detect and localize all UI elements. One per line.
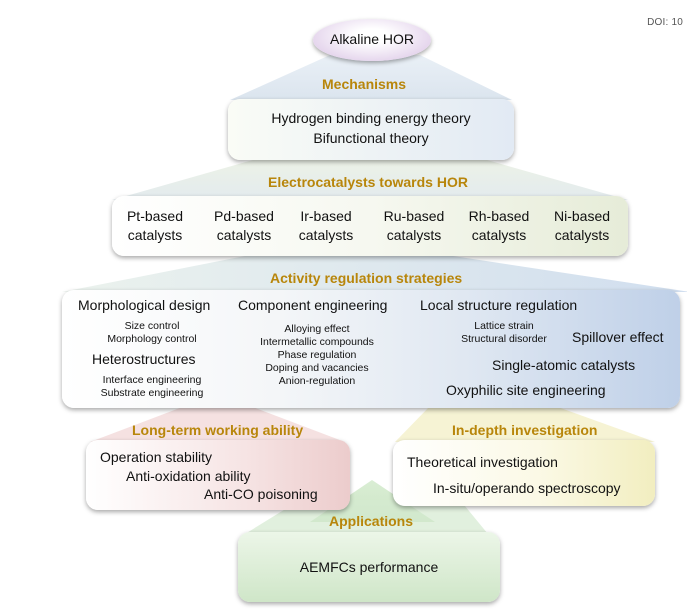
indepth-item-2: In-situ/operando spectroscopy [433, 480, 621, 496]
longterm-trapezoid [90, 406, 345, 442]
strategies-box: Morphological design Size control Morpho… [62, 290, 680, 408]
morphological-title: Morphological design [78, 297, 211, 313]
mechanisms-line2: Bifunctional theory [313, 130, 429, 146]
ni-catalyst-line1: Ni-based [553, 208, 611, 224]
longterm-heading: Long-term working ability [132, 422, 304, 438]
pd-catalyst-line2: catalysts [216, 227, 272, 243]
electrocatalysts-box: Pt-based catalysts Pd-based catalysts Ir… [112, 196, 628, 256]
single-atomic-label: Single-atomic catalysts [492, 357, 636, 373]
applications-item: AEMFCs performance [299, 559, 439, 575]
rh-catalyst-line2: catalysts [471, 227, 527, 243]
hetero-sub2: Substrate engineering [100, 387, 204, 399]
pt-catalyst-line2: catalysts [127, 227, 183, 243]
doi-label: DOI: 10 [647, 17, 683, 28]
electrocatalysts-heading: Electrocatalysts towards HOR [268, 174, 468, 190]
longterm-item-2: Anti-oxidation ability [126, 468, 251, 484]
indepth-heading: In-depth investigation [452, 422, 598, 438]
component-sub-intermetallic: Intermetallic compounds [260, 336, 374, 348]
component-sub-alloying: Alloying effect [284, 323, 350, 335]
longterm-item-3: Anti-CO poisoning [204, 486, 318, 502]
ni-catalyst-line2: catalysts [554, 227, 610, 243]
component-sub-phase: Phase regulation [277, 349, 357, 361]
hetero-title: Heterostructures [92, 351, 196, 367]
indepth-box: Theoretical investigation In-situ/operan… [393, 440, 655, 506]
strategies-heading: Activity regulation strategies [270, 270, 463, 286]
component-sub-doping: Doping and vacancies [265, 362, 369, 374]
electrocatalysts-trapezoid [112, 158, 628, 200]
activity-trapezoid [62, 254, 687, 292]
top-oval-label: Alkaline HOR [329, 31, 415, 47]
ru-catalyst-line2: catalysts [386, 227, 442, 243]
top-oval: Alkaline HOR [313, 19, 431, 61]
local-structure-title: Local structure regulation [420, 297, 578, 313]
longterm-item-1: Operation stability [100, 449, 213, 465]
ir-catalyst-line1: Ir-based [300, 208, 352, 224]
indepth-trapezoid [395, 406, 655, 442]
mechanisms-trapezoid [230, 55, 512, 100]
mechanisms-heading: Mechanisms [322, 76, 407, 92]
mechanisms-box: Hydrogen binding energy theory Bifunctio… [228, 99, 514, 160]
ir-catalyst-line2: catalysts [298, 227, 354, 243]
spillover-label: Spillover effect [572, 329, 664, 345]
applications-heading: Applications [329, 513, 414, 529]
local-sub1: Lattice strain [474, 320, 534, 332]
component-sub-anion: Anion-regulation [278, 375, 356, 387]
ru-catalyst-line1: Ru-based [383, 208, 445, 224]
hetero-sub1: Interface engineering [102, 374, 202, 386]
oxyphilic-label: Oxyphilic site engineering [446, 382, 606, 398]
local-sub2: Structural disorder [461, 333, 547, 345]
pt-catalyst-line1: Pt-based [126, 208, 184, 224]
morphological-sub1: Size control [124, 320, 180, 332]
component-title: Component engineering [238, 297, 388, 313]
mechanisms-line1: Hydrogen binding energy theory [271, 110, 471, 126]
rh-catalyst-line1: Rh-based [468, 208, 530, 224]
longterm-box: Operation stability Anti-oxidation abili… [86, 440, 350, 510]
morphological-sub2: Morphology control [107, 333, 197, 345]
pd-catalyst-line1: Pd-based [214, 208, 274, 224]
applications-box: AEMFCs performance [238, 532, 500, 602]
indepth-item-1: Theoretical investigation [407, 454, 558, 470]
